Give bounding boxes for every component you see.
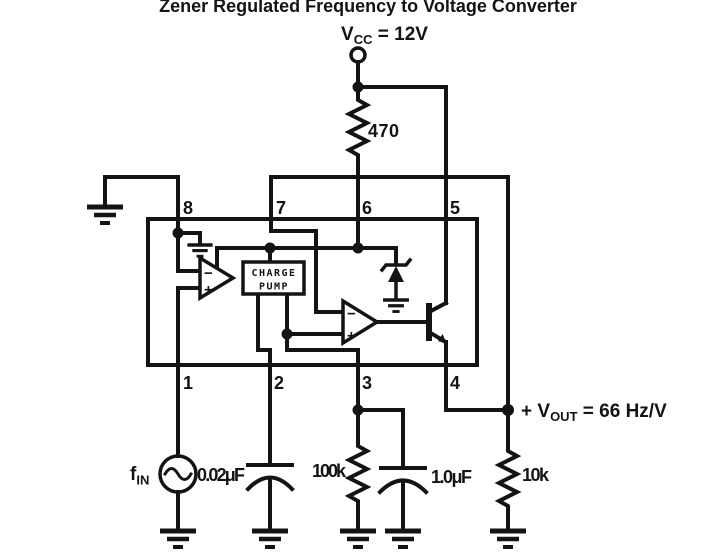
pin8-internal-ground-stub [176,231,202,244]
resistor-10k-wire [494,408,522,531]
ic-outline [146,217,479,367]
resistor-470-label: 470 [368,121,399,141]
opamp-minus-sign: − [347,306,356,323]
vcc-label: VCC = 12V [341,24,428,47]
npn-transistor-icon [426,300,449,344]
pin-label-2: 2 [274,373,284,393]
ground-icon [385,531,421,547]
pin-label-3: 3 [362,373,372,393]
cap-curved-plate [245,475,295,492]
fin-source-icon [158,454,198,494]
junction-dot [352,81,364,93]
pin-label-6: 6 [362,198,372,218]
pin-label-4: 4 [450,373,460,393]
ground-icon [252,531,288,547]
ac-source-circle [158,454,198,494]
ground-icon [490,531,526,547]
pin-label-8: 8 [183,198,193,218]
pin7-feedback-wire [269,175,510,412]
junction-dot [172,227,184,239]
pin2-wire [256,292,272,467]
fin-label: fIN [130,464,149,488]
sine-wave-icon [162,467,194,481]
pin3-wire [285,292,360,412]
junction-dot [502,404,514,416]
regulated-rail-wire [215,246,398,270]
schematic-title: Zener Regulated Frequency to Voltage Con… [159,0,577,16]
junction-dot [281,328,293,340]
vout-label: + VOUT = 66 Hz/V [521,401,667,424]
emitter-arrow [438,334,447,344]
output-opamp: − + [341,297,381,347]
cap-curved-plate [377,478,429,495]
filter-cap-branch-wire [356,408,405,470]
ground-icon [381,298,411,314]
filter-capacitor-icon [377,466,429,495]
ground-icon [185,243,215,258]
zener-anode-triangle [388,266,404,282]
timing-cap-label: 0.02μF [197,465,245,485]
pin-label-5: 5 [450,198,460,218]
tach-comparator: − + [198,254,237,302]
opamp-triangle-icon [341,297,381,347]
vcc-to-pin5-wire [356,85,448,305]
pin8-ground-wire [103,175,202,273]
resistor-100k-wire [344,408,372,531]
charge-pump-box [241,260,306,296]
resistor-470-wire [344,60,372,250]
transistor-collector [426,300,449,315]
pin-label-7: 7 [276,198,286,218]
charge-pump-label-1: CHARGE [251,268,296,279]
ground-icon [340,531,376,547]
ground-icon [160,531,196,547]
resistor-10k-label: 10k [522,465,550,485]
pin-labels: 8 7 6 5 1 2 3 4 [183,198,460,393]
pin-label-1: 1 [183,373,193,393]
ground-icon [87,207,123,223]
junction-dot [264,242,276,254]
pin1-input-wire [176,286,202,458]
resistor-100k-label: 100k [312,461,347,481]
opamp-plus-sign: + [204,282,213,299]
timing-capacitor-icon [245,463,295,492]
charge-pump-block: CHARGE PUMP [241,260,306,296]
vcc-terminal-icon [349,46,367,64]
wires [103,60,522,531]
opamp-plus-sign: + [347,328,356,345]
junction-dots [172,81,514,416]
junction-dot [352,404,364,416]
opamp-minus-sign: − [204,265,213,282]
charge-pump-label-2: PUMP [259,282,289,293]
opamp-triangle-icon [198,254,237,302]
junction-dot [352,242,364,254]
filter-cap-label: 1.0μF [431,467,472,487]
zener-diode-icon [379,257,413,314]
zener-cathode-bar [379,257,413,273]
